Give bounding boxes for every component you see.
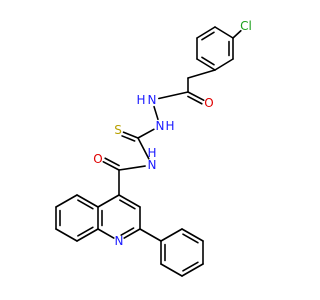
bond-layer	[55, 26, 242, 277]
bond-9	[232, 29, 242, 39]
atom-sulfur: S	[114, 123, 122, 137]
atom-label-layer: Cl O H N N H S H N O N	[93, 19, 252, 248]
bond-36	[55, 228, 78, 242]
atom-hydrogen-mid: H	[165, 119, 174, 133]
bond-14	[158, 91, 189, 100]
bond-18	[121, 135, 136, 142]
bond-15	[153, 105, 159, 121]
bond-49	[182, 261, 199, 272]
bond-20	[118, 165, 146, 171]
bond-2	[196, 58, 216, 71]
bond-21	[102, 160, 120, 171]
atom-nitrogen-low: N	[148, 158, 157, 172]
bond-37	[76, 228, 99, 242]
bond-33	[76, 194, 99, 208]
atom-nitrogen-ring: N	[115, 234, 124, 248]
bond-46	[160, 263, 183, 277]
atom-oxygen-low: O	[93, 152, 102, 166]
bond-34	[55, 194, 78, 208]
bond-40	[77, 226, 94, 237]
bond-48	[182, 233, 199, 244]
atom-chlorine: Cl	[240, 19, 252, 33]
bond-30	[119, 199, 136, 210]
chemical-structure: Cl O H N N H S H N O N	[55, 19, 252, 277]
bond-10	[187, 69, 216, 79]
bond-12	[187, 91, 205, 102]
bond-5	[214, 26, 234, 39]
bond-26	[123, 228, 141, 239]
bond-42	[160, 228, 183, 242]
bond-19	[137, 137, 150, 160]
bond-4	[196, 26, 216, 39]
atom-nitrogen-top: N	[148, 93, 157, 107]
bond-22	[104, 157, 120, 167]
bond-43	[181, 228, 204, 242]
structure-canvas: Cl O H N N H S H N O N	[55, 19, 252, 277]
bond-29	[97, 194, 120, 208]
bond-17	[122, 131, 139, 139]
bond-27	[97, 228, 115, 239]
bond-24	[118, 194, 141, 208]
atom-oxygen-top: O	[204, 96, 213, 110]
bond-41	[139, 228, 162, 242]
bond-13	[187, 95, 203, 105]
bond-8	[201, 31, 215, 41]
atom-nitrogen-mid: N	[156, 119, 165, 133]
atom-hydrogen-low: H	[147, 146, 156, 160]
bond-31	[120, 227, 135, 236]
bond-38	[77, 199, 94, 210]
bond-1	[214, 58, 234, 71]
bond-16	[137, 128, 155, 139]
bond-7	[201, 56, 215, 66]
atom-hydrogen-top: H	[136, 93, 145, 107]
bond-45	[181, 263, 204, 277]
